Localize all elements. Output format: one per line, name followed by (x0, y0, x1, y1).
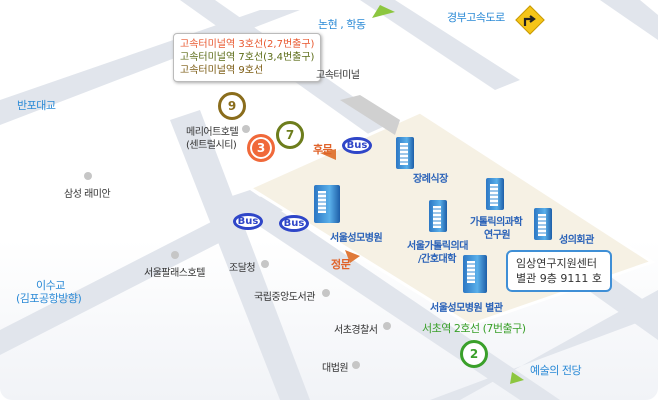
landmark-procurement: 조달청 (229, 263, 256, 274)
college-building-icon (429, 200, 447, 232)
seocho-station-label: 서초역 2호선 (7번출구) (422, 322, 526, 335)
back-gate-arrow-icon (320, 149, 336, 160)
landmark-central-city: (센트럴시티) (186, 140, 237, 151)
campus-hall: 성의회관 (559, 235, 594, 246)
landmark-palace-hotel: 서울팔래스호텔 (144, 268, 205, 279)
direction-arrow-nonhyeon-icon (372, 5, 395, 18)
terminal-subway-callout: 고속터미널역 3호선(2,7번출구) 고속터미널역 7호선(3,4번출구) 고속… (173, 33, 322, 82)
main-gate-label: 정문 (331, 258, 351, 271)
direction-banpo: 반포대교 (17, 99, 56, 112)
annex-building-icon (463, 255, 487, 293)
research-building-icon (486, 178, 504, 210)
callout-line-3: 고속터미널역 3호선(2,7번출구) (180, 39, 315, 50)
direction-isugyo-sub: (김포공항방향) (16, 292, 82, 305)
back-gate-label: 후문 (313, 143, 333, 156)
landmark-dot (383, 322, 391, 330)
callout-line-7: 고속터미널역 7호선(3,4번출구) (180, 52, 315, 63)
bus-stop-icon: Bus (342, 137, 372, 154)
research-center-callout: 임상연구지원센터 별관 9층 9111 호 (506, 250, 612, 292)
campus-college: 서울가톨릭의대 (407, 241, 468, 252)
campus-hospital: 서울성모병원 (330, 233, 383, 244)
direction-isugyo: 이수교 (36, 279, 65, 292)
landmark-dot (261, 260, 269, 268)
landmark-dot (242, 125, 250, 133)
hospital-building-icon (314, 185, 340, 223)
campus-nursing: /간호대학 (418, 254, 456, 265)
landmark-marriott: 메리어트호텔 (186, 127, 239, 138)
hall-building-icon (534, 208, 552, 240)
direction-arts: 예술의 전당 (530, 364, 582, 377)
landmark-terminal: 고속터미널 (316, 70, 360, 81)
landmark-library: 국립중앙도서관 (254, 292, 315, 303)
gyeongbu-road-sign-icon (515, 5, 545, 35)
landmark-court: 대법원 (322, 363, 349, 374)
funeral-hall-building-icon (396, 137, 414, 169)
bus-stop-icon: Bus (279, 215, 309, 232)
subway-line7-icon: 7 (276, 121, 304, 149)
callout-center-name: 임상연구지원센터 (516, 257, 597, 270)
landmark-police: 서초경찰서 (334, 325, 378, 336)
direction-arrow-arts-icon (510, 372, 524, 384)
subway-line9-icon: 9 (218, 92, 246, 120)
callout-center-room: 별관 9층 9111 호 (516, 272, 602, 285)
direction-nonhyeon: 논현 , 학동 (318, 18, 366, 31)
landmark-dot (84, 172, 92, 180)
subway-line3-icon: 3 (247, 134, 275, 162)
subway-line2-icon: 2 (460, 340, 488, 368)
campus-funeral-hall: 장례식장 (413, 174, 448, 185)
landmark-dot (171, 251, 179, 259)
main-gate-arrow-icon (345, 250, 360, 263)
landmark-dot (352, 361, 360, 369)
callout-line-9: 고속터미널역 9호선 (180, 65, 264, 76)
terminal-building (340, 95, 400, 135)
bus-stop-icon: Bus (233, 213, 263, 230)
landmark-raemian: 삼성 래미안 (64, 189, 111, 200)
campus-annex: 서울성모병원 별관 (430, 303, 503, 314)
campus-research-2: 연구원 (484, 230, 511, 241)
landmark-dot (322, 289, 330, 297)
direction-gyeongbu: 경부고속도로 (447, 11, 505, 24)
campus-research: 가톨릭의과학 (470, 217, 523, 228)
